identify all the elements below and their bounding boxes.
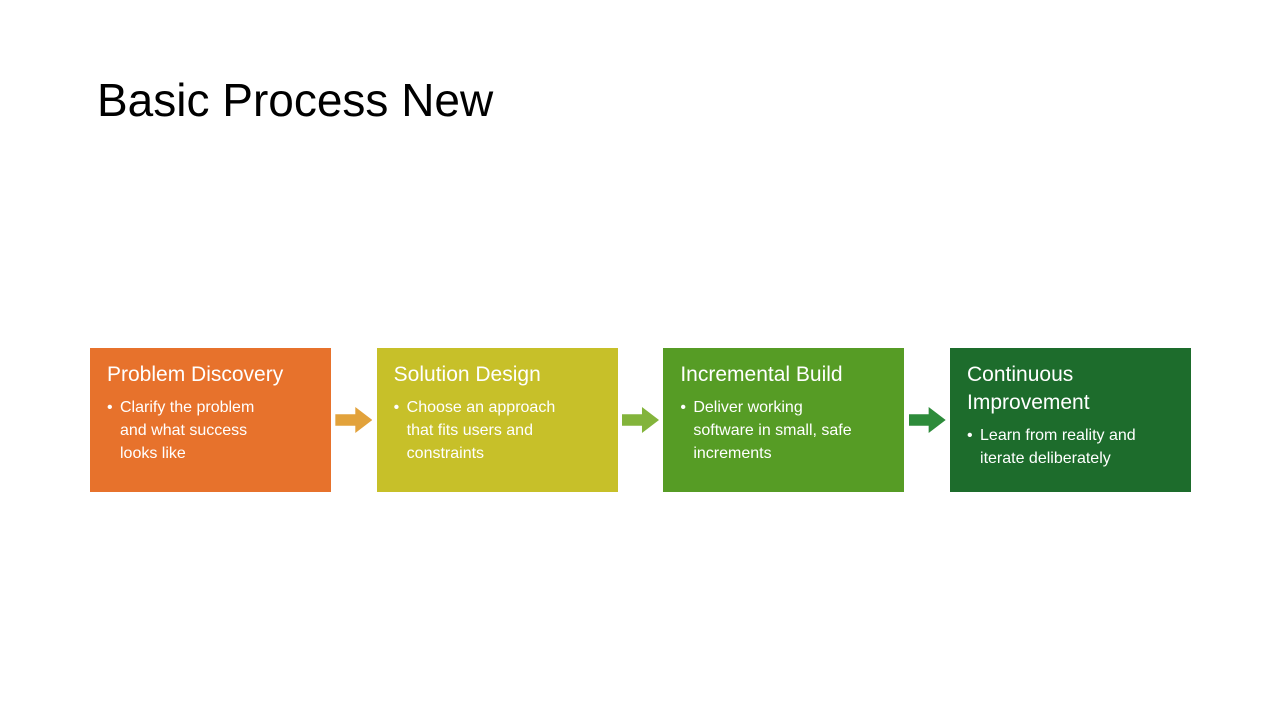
slide-title: Basic Process New: [97, 74, 494, 126]
right-arrow-icon: [908, 407, 946, 433]
arrow-cell: [331, 348, 377, 492]
right-arrow-icon: [622, 407, 659, 433]
step-title: Problem Discovery: [107, 363, 284, 386]
process-step-continuous-improvement: Continuous Improvement Learn from realit…: [950, 348, 1192, 492]
step-title: Continuous Improvement: [967, 363, 1090, 414]
process-step-incremental-build: Incremental Build Deliver working softwa…: [663, 348, 905, 492]
step-bullet: Deliver working software in small, safe …: [680, 396, 856, 465]
step-bullet: Learn from reality and iterate deliberat…: [967, 424, 1143, 470]
process-step-problem-discovery: Problem Discovery Clarify the problem an…: [90, 348, 331, 492]
step-title: Incremental Build: [680, 363, 843, 386]
process-diagram: Problem Discovery Clarify the problem an…: [90, 348, 1192, 492]
arrow-cell: [904, 348, 950, 492]
step-bullet: Choose an approach that fits users and c…: [394, 396, 570, 465]
step-bullet-list: Deliver working software in small, safe …: [680, 396, 856, 465]
step-bullet-list: Choose an approach that fits users and c…: [394, 396, 570, 465]
step-title: Solution Design: [393, 363, 541, 386]
step-bullet-list: Clarify the problem and what success loo…: [107, 396, 283, 465]
right-arrow-icon: [335, 407, 373, 433]
arrow-cell: [618, 348, 664, 492]
step-bullet-list: Learn from reality and iterate deliberat…: [967, 424, 1143, 470]
step-bullet: Clarify the problem and what success loo…: [107, 396, 283, 465]
process-step-solution-design: Solution Design Choose an approach that …: [376, 348, 618, 492]
